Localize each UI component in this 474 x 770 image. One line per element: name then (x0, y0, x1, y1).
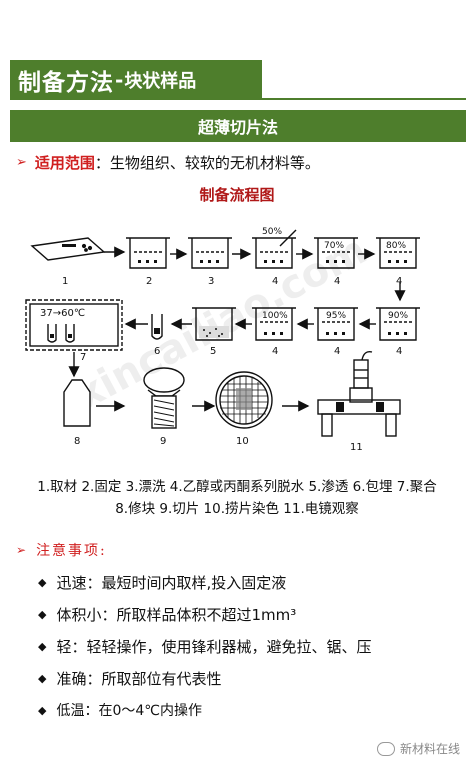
beaker-dehydrate-50-icon (252, 229, 297, 269)
notes-heading-text: 注意事项: (36, 543, 107, 559)
step-number: 8 (74, 436, 80, 447)
diamond-bullet-icon: ◆ (38, 608, 47, 621)
note-text: 低温：在0～4℃内操作 (56, 703, 203, 719)
method-title: 超薄切片法 (197, 118, 278, 137)
diamond-bullet-icon: ◆ (38, 672, 47, 685)
note-text: 迅速：最短时间内取样,投入固定液 (56, 574, 287, 592)
conc-100-label: 100% (262, 311, 288, 321)
beaker-rinse-icon (188, 237, 232, 269)
note-item: ◆ 迅速：最短时间内取样,投入固定液 (38, 572, 286, 593)
section-title-dash: - (115, 68, 124, 92)
diamond-bullet-icon: ◆ (38, 703, 47, 717)
step-number: 4 (272, 346, 278, 357)
conc-95-label: 95% (326, 311, 346, 321)
beaker-dehydrate-100-icon (252, 307, 296, 341)
step-number: 10 (236, 436, 249, 447)
step-number: 4 (272, 276, 278, 287)
step-number: 4 (334, 276, 340, 287)
beaker-dehydrate-70-icon (314, 237, 358, 269)
step-number: 1 (62, 276, 68, 287)
arrow-bullet-icon: ➢ (16, 543, 27, 557)
step-number: 5 (210, 346, 216, 357)
beaker-fixation-icon (126, 237, 170, 269)
section-title-main: 制备方法 (18, 70, 114, 96)
legend-line-2: 8.修块 9.切片 10.捞片染色 11.电镜观察 (115, 501, 359, 517)
beaker-dehydrate-95-icon (314, 307, 358, 341)
step-number: 2 (146, 276, 152, 287)
conc-70-label: 70% (324, 241, 344, 251)
scope-label: 适用范围 (34, 154, 95, 172)
diamond-bullet-icon: ◆ (38, 640, 47, 653)
oven-polymerize-icon (25, 299, 123, 351)
note-item: ◆ 准确：所取部位有代表性 (38, 668, 221, 689)
copper-grid-icon (215, 371, 273, 429)
step-number: 4 (334, 346, 340, 357)
note-text: 准确：所取部位有代表性 (56, 670, 222, 688)
step-number: 4 (396, 346, 402, 357)
watermark-text: 新材料在线 (399, 742, 460, 756)
flow-chart-title: 制备流程图 (199, 186, 275, 204)
note-item: ◆ 体积小：所取样品体积不超过1mm³ (38, 604, 296, 625)
conc-50-label: 50% (262, 227, 282, 237)
wechat-icon (376, 741, 395, 756)
scope-line: ➢ 适用范围 ：生物组织、较软的无机材料等。 (16, 152, 320, 173)
oven-temp-label: 37→60℃ (40, 308, 85, 319)
arrow-bullet-icon: ➢ (16, 155, 27, 170)
section-title-bar: 制备方法 - 块状样品 (10, 60, 262, 100)
diamond-bullet-icon: ◆ (38, 576, 47, 589)
step-number: 11 (350, 442, 363, 453)
trimmed-block-icon (63, 379, 91, 427)
ultramicrotome-section-icon (143, 367, 185, 429)
note-item: ◆ 低温：在0～4℃内操作 (38, 700, 202, 720)
section-title-sub: 块状样品 (124, 71, 197, 92)
step-number: 7 (80, 352, 86, 363)
notes-heading: ➢ 注意事项: (16, 540, 107, 560)
step-number: 3 (208, 276, 214, 287)
step-number: 6 (154, 346, 160, 357)
sample-slide-icon (30, 237, 106, 261)
scope-text: ：生物组织、较软的无机材料等。 (94, 154, 320, 172)
source-watermark: 新材料在线 (376, 740, 460, 757)
step-number: 9 (160, 436, 166, 447)
electron-microscope-icon (317, 350, 401, 437)
step-number: 4 (396, 276, 402, 287)
title-underline (262, 98, 466, 100)
note-text: 轻：轻轻操作，使用锋利器械，避免拉、锯、压 (56, 638, 372, 656)
note-item: ◆ 轻：轻轻操作，使用锋利器械，避免拉、锯、压 (38, 636, 371, 657)
preparation-flow-diagram: 50% 70% 80% 100% 95% 90% 37→60℃ 1 2 3 4 … (25, 227, 420, 453)
beaker-infiltration-icon (192, 307, 236, 341)
flow-legend: 1.取材 2.固定 3.漂洗 4.乙醇或丙酮系列脱水 5.渗透 6.包埋 7.聚… (0, 476, 474, 520)
embedding-capsule-icon (151, 314, 163, 340)
conc-80-label: 80% (386, 241, 406, 251)
beaker-dehydrate-90-icon (376, 307, 420, 341)
conc-90-label: 90% (388, 311, 408, 321)
beaker-dehydrate-80-icon (376, 237, 420, 269)
legend-line-1: 1.取材 2.固定 3.漂洗 4.乙醇或丙酮系列脱水 5.渗透 6.包埋 7.聚… (37, 479, 437, 495)
note-text: 体积小：所取样品体积不超过1mm³ (56, 606, 297, 624)
method-title-bar: 超薄切片法 (10, 110, 466, 142)
